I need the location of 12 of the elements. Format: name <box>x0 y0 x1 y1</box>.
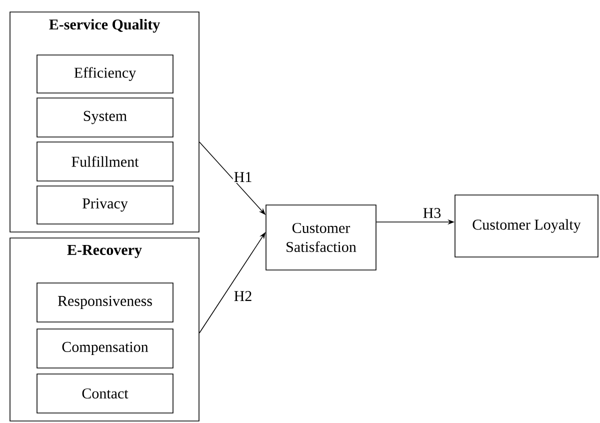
edge-label: H2 <box>232 290 254 302</box>
edge-label: H1 <box>232 171 254 183</box>
concept-box: Privacy <box>36 186 174 224</box>
edge-label: H3 <box>422 206 442 220</box>
concept-box: Responsiveness <box>36 282 174 322</box>
concept-box: Efficiency <box>36 54 174 94</box>
concept-box: Customer Satisfaction <box>266 204 376 270</box>
concept-box: System <box>36 98 174 138</box>
concept-box: Customer Loyalty <box>454 194 598 258</box>
concept-box: Contact <box>36 374 174 414</box>
concept-box: Fulfillment <box>36 142 174 182</box>
concept-box: Compensation <box>36 328 174 368</box>
